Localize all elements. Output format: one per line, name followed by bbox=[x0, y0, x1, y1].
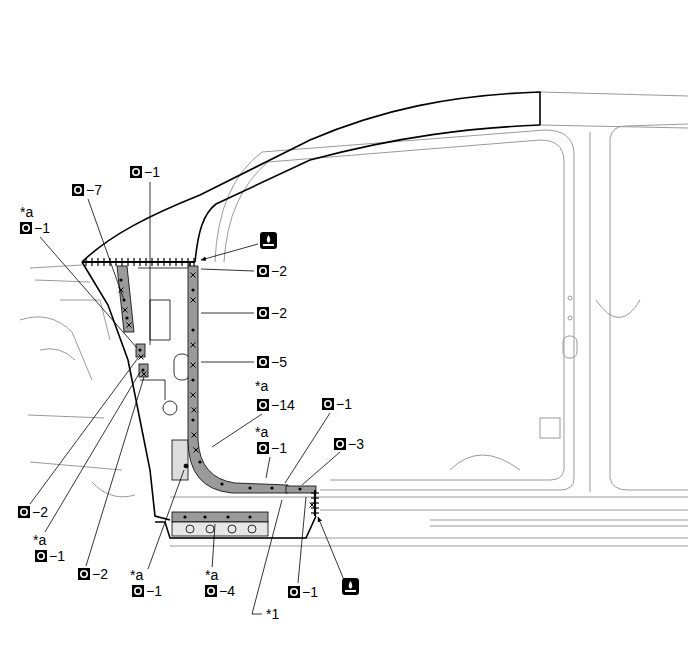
callout-number: −4 bbox=[218, 583, 236, 599]
callout-number: −1 bbox=[48, 548, 66, 564]
spot-weld-icon bbox=[72, 184, 84, 196]
bottom-panel bbox=[172, 522, 268, 536]
spot-weld-icon bbox=[78, 568, 90, 580]
note-mark: *a bbox=[204, 567, 219, 583]
spot-weld-icon bbox=[20, 222, 32, 234]
sealer-symbol bbox=[260, 232, 359, 595]
callout-number: −2 bbox=[270, 263, 288, 279]
spot-weld-icon bbox=[257, 442, 269, 454]
pillar-details bbox=[138, 268, 190, 480]
note-mark: *a bbox=[254, 378, 269, 394]
callout-number: −5 bbox=[270, 354, 288, 370]
callout-number: −1 bbox=[145, 583, 163, 599]
spot-weld-icon bbox=[18, 506, 30, 518]
spot-weld-icon bbox=[257, 265, 269, 277]
spot-weld-icon bbox=[257, 356, 269, 368]
spot-weld-icon bbox=[322, 398, 334, 410]
leader-lines bbox=[30, 182, 344, 614]
note-mark: *a bbox=[19, 204, 34, 220]
callout-number: −2 bbox=[31, 504, 49, 520]
callout-number: −14 bbox=[270, 397, 296, 413]
spot-weld-icon bbox=[334, 438, 346, 450]
callout-number: −2 bbox=[91, 566, 109, 582]
spot-weld-icon bbox=[130, 166, 142, 178]
note-mark: *a bbox=[32, 532, 47, 548]
weld-points bbox=[119, 273, 315, 519]
note-mark: *1 bbox=[265, 606, 280, 622]
note-mark: *a bbox=[129, 567, 144, 583]
spot-weld-icon bbox=[257, 307, 269, 319]
callout-number: −7 bbox=[85, 182, 103, 198]
front-pillar-outline bbox=[82, 92, 540, 538]
callout-number: −1 bbox=[33, 220, 51, 236]
cut-lines bbox=[82, 258, 319, 516]
callout-number: −1 bbox=[143, 164, 161, 180]
callout-number: −3 bbox=[347, 436, 365, 452]
weld-bands bbox=[117, 266, 316, 522]
background-body bbox=[20, 92, 688, 546]
spot-weld-symbol bbox=[18, 166, 346, 598]
callout-number: −2 bbox=[270, 305, 288, 321]
callout-number: −1 bbox=[301, 584, 319, 600]
spot-weld-icon bbox=[257, 399, 269, 411]
spot-weld-icon bbox=[35, 550, 47, 562]
note-mark: *a bbox=[254, 424, 269, 440]
spot-weld-icon bbox=[132, 585, 144, 597]
spot-weld-icon bbox=[288, 586, 300, 598]
callout-number: −1 bbox=[335, 396, 353, 412]
spot-weld-icon bbox=[205, 585, 217, 597]
callout-number: −1 bbox=[270, 440, 288, 456]
